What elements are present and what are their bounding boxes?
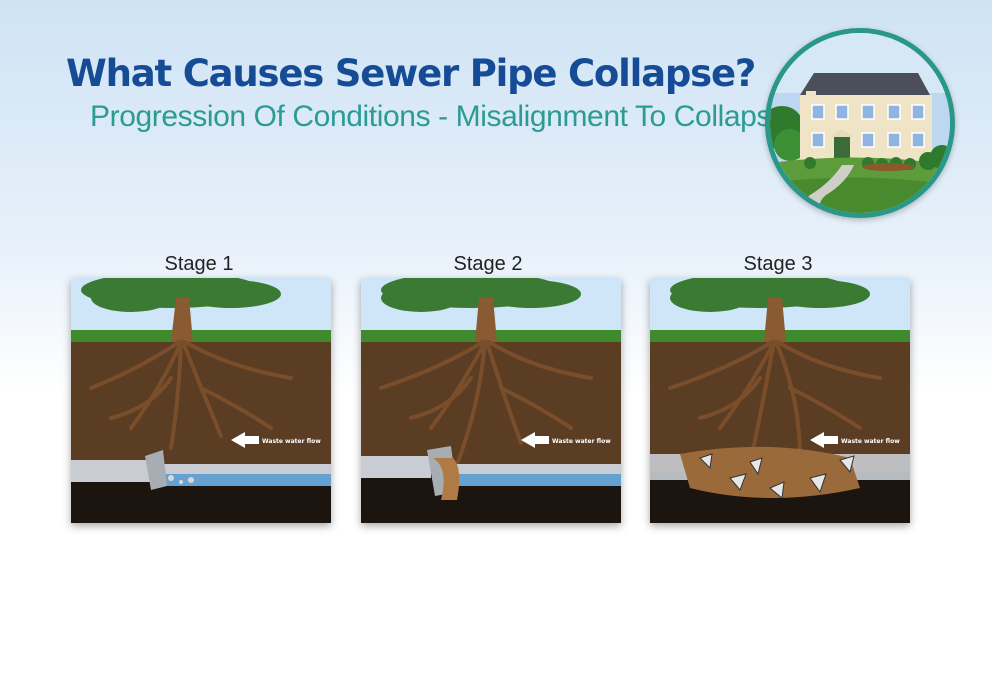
stage-3-flow-label: Waste water flow <box>841 438 900 445</box>
house-illustration <box>765 28 955 218</box>
stage-3-panel: Waste water flow <box>650 278 910 523</box>
stage-2-flow-label: Waste water flow <box>552 438 611 445</box>
stage-1-label: Stage 1 <box>164 253 234 275</box>
stage-2-label: Stage 2 <box>453 253 523 275</box>
stage-3-label: Stage 3 <box>743 253 813 275</box>
page-subtitle: Progression Of Conditions - Misalignment… <box>90 100 788 133</box>
page-title: What Causes Sewer Pipe Collapse? <box>66 52 756 95</box>
stage-2-panel: Waste water flow <box>361 278 621 523</box>
stage-1-flow-label: Waste water flow <box>262 438 321 445</box>
stage-1-panel: Waste water flow <box>71 278 331 523</box>
